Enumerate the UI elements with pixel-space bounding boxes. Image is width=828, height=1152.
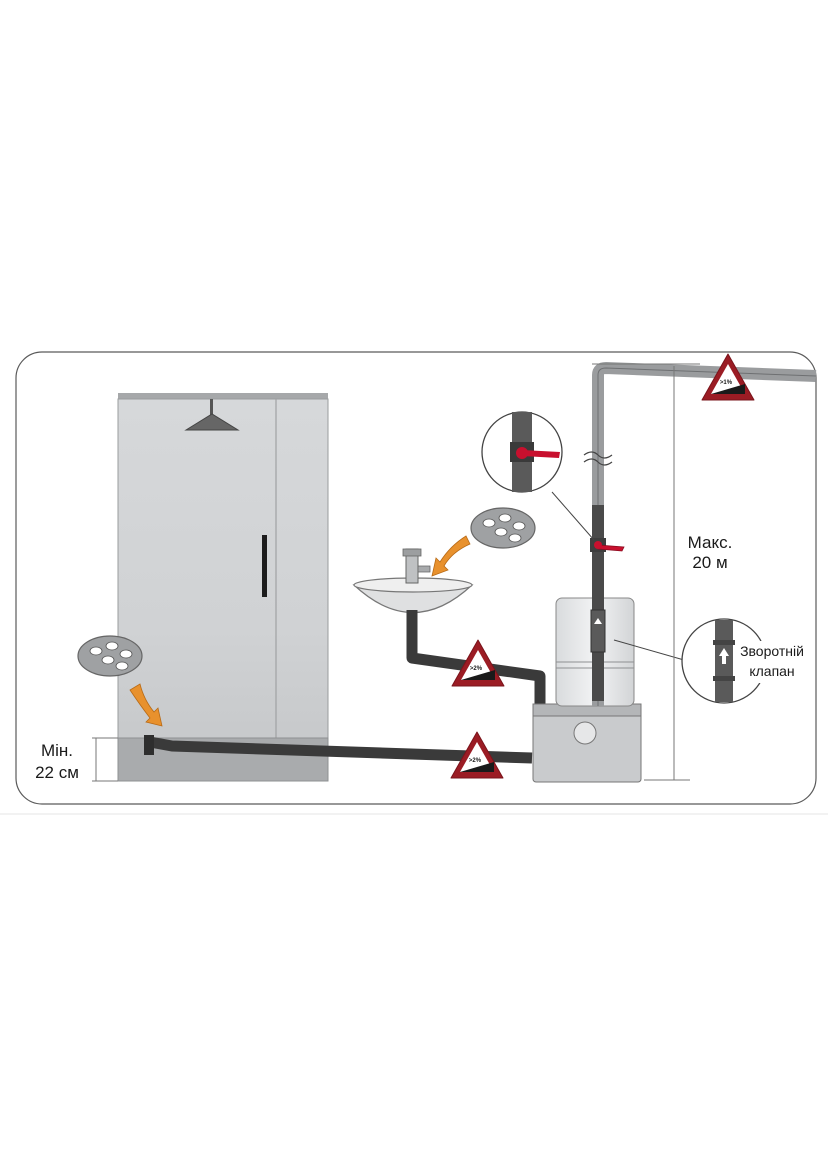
shower-door-handle — [262, 535, 267, 597]
slope-warning-icon: >1% — [701, 353, 755, 401]
slope-warning-icon: >2% — [450, 731, 504, 779]
valve-callout-line — [551, 491, 595, 541]
min-height-label-line2: 22 см — [35, 763, 79, 782]
pipe-break-mark — [583, 451, 613, 466]
slope-warning-icon: >2% — [451, 639, 505, 687]
drain-grate-icon — [77, 635, 143, 677]
max-height-label-line2: 20 м — [692, 553, 727, 572]
sink — [352, 548, 474, 613]
shower-outlet — [144, 735, 154, 755]
curved-arrow-icon — [129, 683, 163, 727]
min-height-dimension: Мін. 22 см — [35, 737, 118, 782]
slope-discharge-label: >1% — [720, 380, 733, 386]
valve-zoom-callout — [481, 411, 563, 493]
shower-drain-pipe — [149, 736, 533, 764]
slope-sink-label: >2% — [470, 666, 483, 672]
ball-valve-icon — [590, 538, 625, 552]
check-valve-label-line1: Зворотній — [740, 643, 804, 659]
faucet-icon — [402, 548, 431, 584]
min-height-label-line1: Мін. — [41, 741, 73, 760]
drain-grate-icon — [470, 507, 536, 549]
max-height-label-line1: Макс. — [688, 533, 733, 552]
curved-arrow-icon — [431, 535, 471, 577]
check-valve-icon — [590, 609, 606, 653]
shower-head-icon — [184, 399, 240, 431]
slope-shower-label: >2% — [469, 758, 482, 764]
check-valve-callout-line — [613, 639, 685, 661]
riser-dark-section — [592, 505, 604, 701]
max-height-dimension: Макс. 20 м — [592, 363, 738, 781]
check-valve-label-line2: клапан — [749, 663, 794, 679]
